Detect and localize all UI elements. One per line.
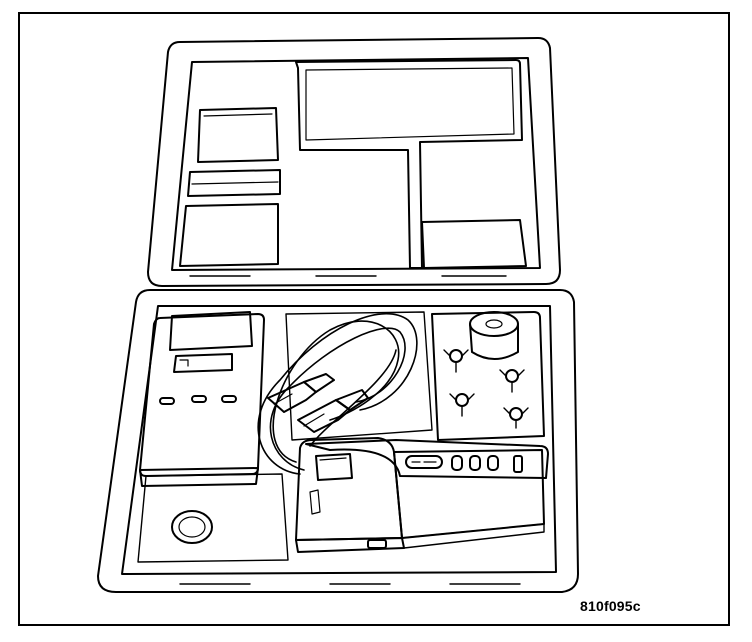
printer-button-1	[159, 397, 175, 405]
wing-nut-3	[449, 393, 475, 417]
lid-inner-rim	[171, 57, 541, 271]
figure-reference-code: 810f095c	[580, 598, 641, 614]
lid-outer-shell	[147, 37, 561, 287]
accessory-tray	[431, 311, 545, 441]
base-center-well	[285, 311, 433, 441]
lid-pocket-lower	[179, 203, 279, 267]
lid-pocket-upper	[197, 107, 279, 163]
base-outer-shell	[97, 289, 579, 593]
printer-paper-roll	[169, 311, 253, 351]
printer-base	[139, 467, 259, 487]
wing-nut-4	[503, 407, 529, 429]
accessory-tray-outline	[431, 311, 545, 441]
tester-key-5	[513, 455, 523, 473]
figure-frame	[18, 12, 730, 626]
tester-cables	[257, 312, 418, 475]
round-plug	[171, 510, 213, 544]
lid-pocket-right	[421, 219, 527, 269]
clamp-right-handle	[335, 389, 369, 411]
clamp-left-jaw	[267, 381, 317, 413]
tester-key-2	[451, 455, 463, 471]
lid-doc-inner	[305, 67, 515, 141]
wing-nut-1	[443, 349, 469, 373]
tester-key-1	[405, 455, 443, 469]
clamp-left-handle	[303, 373, 335, 393]
wing-nut-2	[499, 369, 525, 393]
clamp-right	[297, 389, 369, 433]
tester-key-4	[487, 455, 499, 471]
lid-document-compartment	[295, 59, 523, 269]
base-inner-rim	[121, 305, 557, 575]
tester-top-face	[305, 439, 549, 479]
tester-key-3	[469, 455, 481, 471]
printer	[139, 311, 265, 487]
tester-display	[315, 453, 353, 481]
paper-roll	[469, 311, 519, 337]
tester-connector	[367, 539, 387, 549]
printer-body	[139, 313, 265, 477]
base-lower-left-recess	[137, 473, 289, 563]
clamp-left	[267, 373, 335, 413]
clamp-right-jaw	[297, 399, 351, 433]
printer-button-2	[191, 395, 207, 403]
printer-display	[173, 353, 233, 373]
lid-pocket-divider	[187, 169, 281, 197]
tester-unit	[295, 437, 549, 553]
case-lid	[147, 37, 561, 287]
printer-button-3	[221, 395, 237, 403]
